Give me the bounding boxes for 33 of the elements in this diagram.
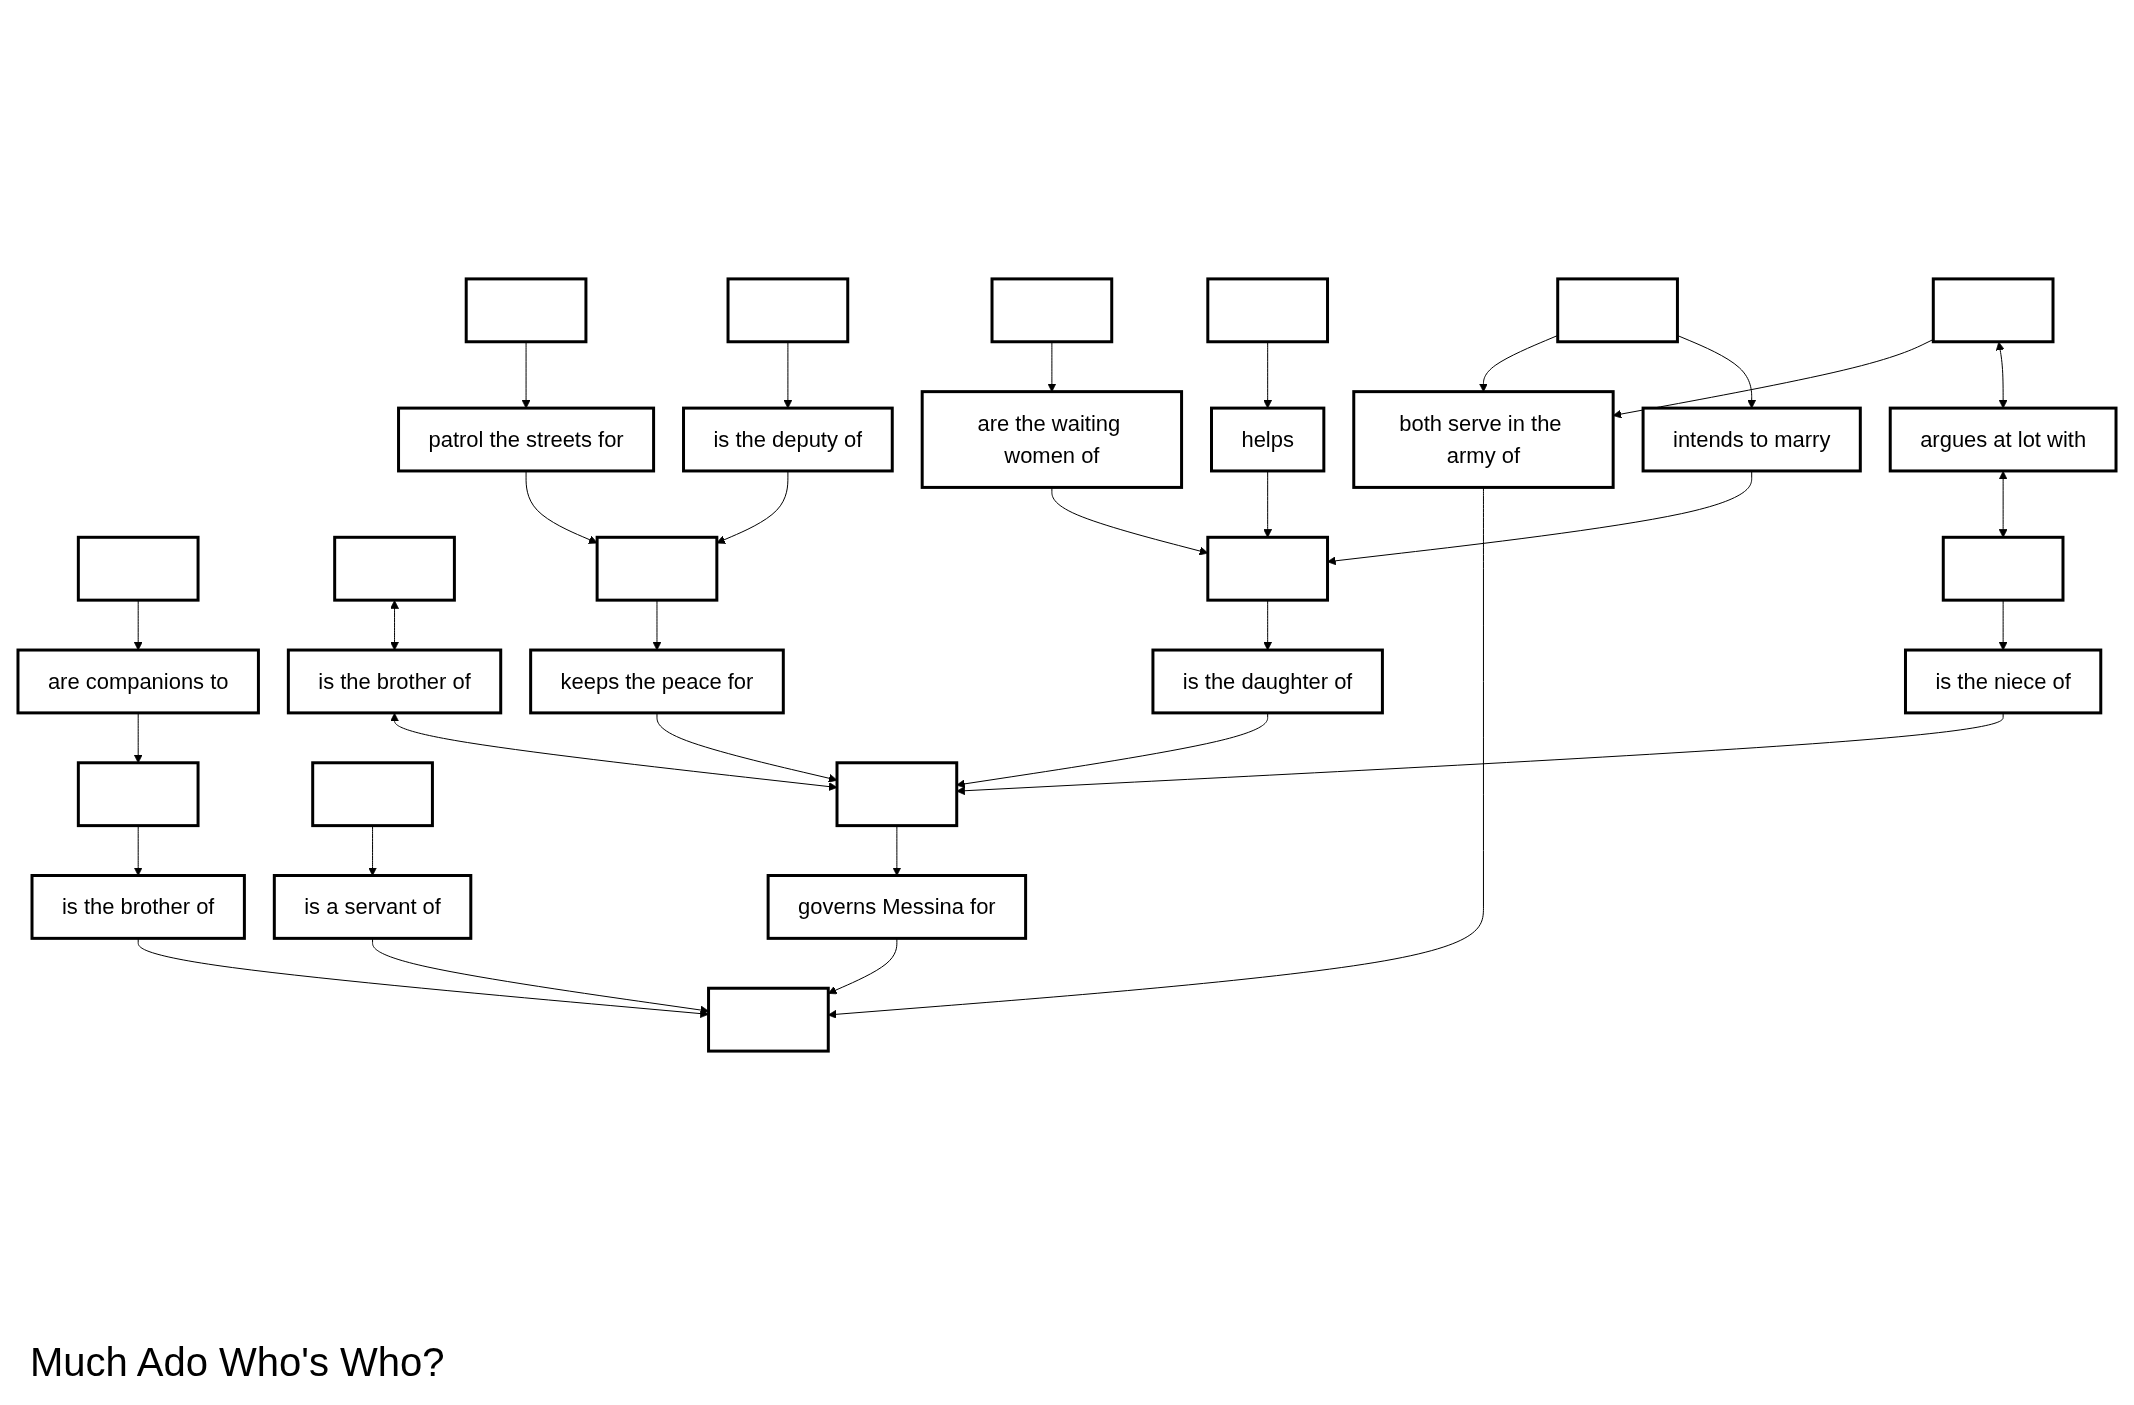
node-box: patrol the streets for [397, 406, 656, 473]
node-box [707, 986, 830, 1053]
node-box: are companions to [16, 648, 260, 715]
node-box [1941, 535, 2065, 602]
node-box [726, 277, 850, 344]
diagram-title: Much Ado Who's Who? [30, 1340, 445, 1385]
node-box [1206, 535, 1330, 602]
node-box [1931, 277, 2055, 344]
node-box: both serve in the army of [1352, 390, 1615, 489]
node-box: argues at lot with [1888, 406, 2118, 473]
node-box: is the brother of [286, 648, 503, 715]
node-box: is a servant of [272, 874, 473, 940]
node-box: keeps the peace for [529, 648, 785, 715]
node-box [990, 277, 1114, 344]
node-box [595, 535, 719, 602]
node-box: intends to marry [1641, 406, 1862, 473]
node-box: governs Messina for [766, 874, 1028, 940]
node-box [464, 277, 588, 344]
arrow [956, 712, 1269, 789]
node-box [76, 761, 200, 828]
node-box [333, 535, 456, 602]
node-box [311, 761, 434, 828]
node-box: is the brother of [30, 874, 246, 940]
node-box [1206, 277, 1330, 344]
node-box [1556, 277, 1679, 344]
node-box: are the waiting women of [920, 390, 1184, 489]
node-box: is the niece of [1904, 648, 2103, 715]
arrow [368, 825, 377, 876]
node-box [835, 761, 959, 828]
node-box: is the daughter of [1151, 648, 1384, 715]
node-box [76, 535, 200, 602]
node-box: is the deputy of [682, 406, 894, 473]
node-box: helps [1210, 406, 1326, 473]
